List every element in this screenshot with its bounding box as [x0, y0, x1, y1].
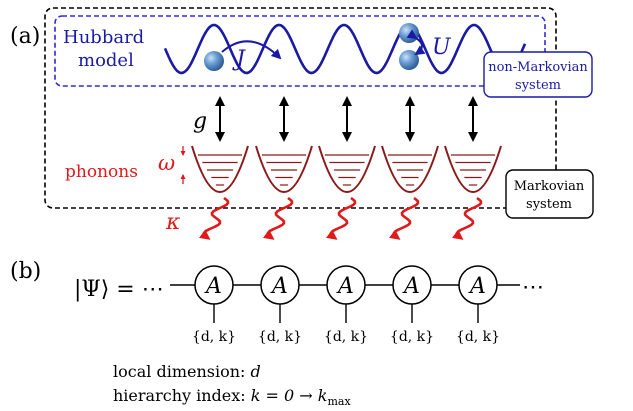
markovian-line1: Markovian: [514, 179, 585, 194]
panel-a-label: (a): [10, 24, 40, 49]
index-label: {d, k}: [258, 329, 302, 345]
hubbard-label-line1: Hubbard: [63, 27, 144, 48]
tensor-label: A: [402, 274, 420, 299]
interaction-arrow: [406, 29, 426, 56]
non-markovian-line2: system: [515, 78, 561, 93]
legend-local-dimension: local dimension: d: [113, 362, 261, 381]
legend-line1-symbol: d: [251, 362, 261, 381]
lattice-potential-wave: [163, 23, 527, 75]
particle-ball: [399, 23, 419, 43]
hubbard-dashed-box: [54, 15, 546, 87]
markovian-box: [505, 169, 594, 219]
legend-line1-prefix: local dimension:: [113, 362, 251, 381]
coupling-arrows-group: [215, 96, 478, 142]
legend-line2-symbol: k = 0 → k: [251, 386, 328, 405]
mps-tensor: [194, 265, 234, 305]
harmonic-well: [381, 145, 439, 193]
index-label: {d, k}: [192, 329, 236, 345]
mps-tensor: [458, 265, 498, 305]
dissipation-arrow: [199, 196, 230, 240]
phonon-wells-group: [191, 145, 502, 193]
index-label: {d, k}: [390, 329, 434, 345]
dissipation-arrow: [263, 196, 294, 240]
non-markovian-box: [483, 51, 593, 98]
dissipation-arrow: [452, 196, 483, 240]
hopping-arrow: [221, 40, 282, 60]
dissipation-arrow: [326, 196, 357, 240]
dissipation-arrows-group: [199, 196, 483, 240]
psi-symbol: |Ψ⟩ = ⋯: [74, 277, 164, 302]
mps-tensor: [326, 265, 366, 305]
index-label: {d, k}: [324, 329, 368, 345]
harmonic-well: [318, 145, 376, 193]
tensor-label: A: [468, 274, 486, 299]
legend-line2-subscript: max: [327, 395, 351, 408]
coupling-symbol: g: [193, 109, 207, 134]
tensor-label: A: [204, 274, 222, 299]
mps-tensor: [260, 265, 300, 305]
harmonic-well: [255, 145, 313, 193]
harmonic-well: [444, 145, 502, 193]
particle-ball: [204, 51, 224, 71]
trailing-dots: ⋯: [522, 275, 544, 300]
dissipation-arrow: [389, 196, 420, 240]
mps-tensor: [392, 265, 432, 305]
interaction-symbol: U: [432, 35, 452, 60]
phonons-label: phonons: [65, 162, 138, 182]
mps-chain-group: A {d, k} A {d, k} A {d, k} A {d, k} A {d, k}: [170, 265, 520, 345]
harmonic-well: [191, 145, 249, 193]
tensor-label: A: [336, 274, 354, 299]
hubbard-label-line2: model: [78, 50, 134, 71]
legend-hierarchy-index: hierarchy index: k = 0 → kmax: [113, 386, 351, 408]
non-markovian-line1: non-Markovian: [488, 60, 588, 75]
markovian-line2: system: [526, 197, 572, 212]
legend-line2-prefix: hierarchy index:: [113, 386, 251, 405]
panel-b-label: (b): [10, 259, 41, 284]
hopping-symbol: J: [232, 47, 246, 72]
index-label: {d, k}: [456, 329, 500, 345]
kappa-symbol: κ: [165, 210, 181, 235]
tensor-label: A: [270, 274, 288, 299]
omega-symbol: ω: [158, 151, 175, 175]
